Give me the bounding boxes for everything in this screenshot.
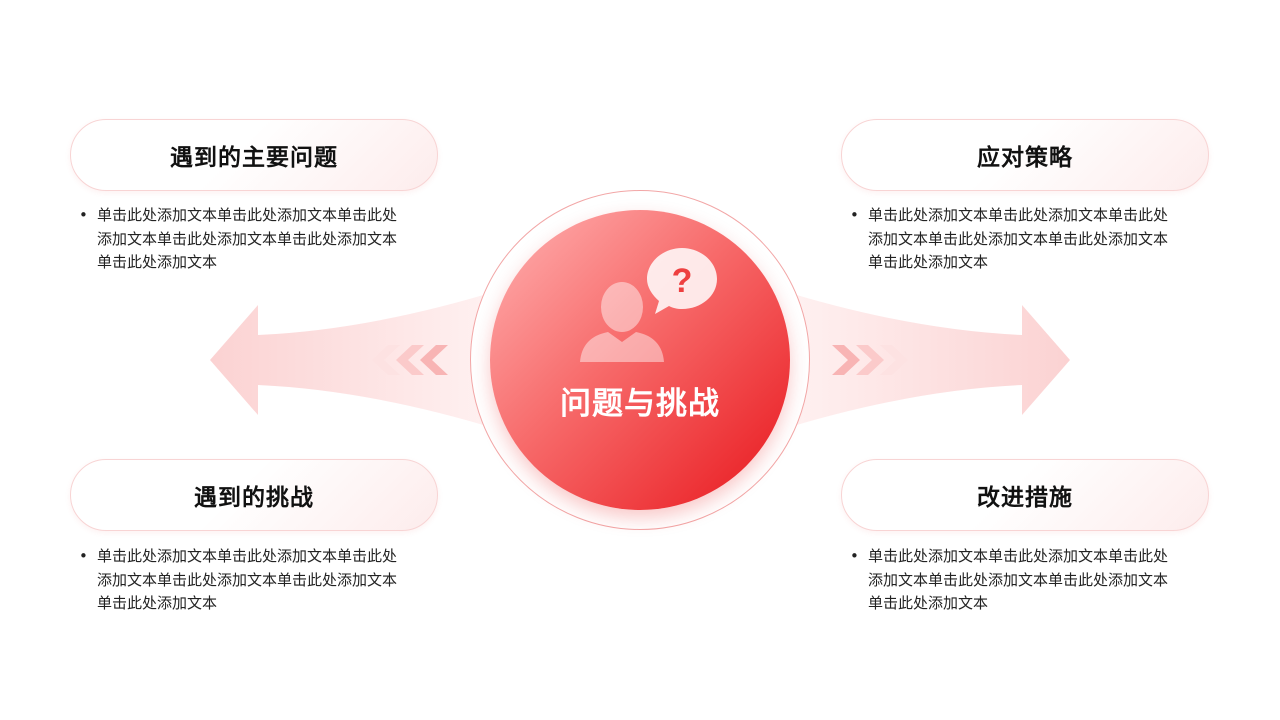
card-top-left-header: 遇到的主要问题 [70, 119, 438, 191]
right-chevrons [832, 345, 908, 375]
left-arrow [210, 290, 500, 430]
card-top-left-text: • 单击此处添加文本单击此处添加文本单击此处 添加文本单击此处添加文本单击此处添… [79, 204, 442, 275]
bullet: • [850, 547, 859, 565]
card-bottom-left-text: • 单击此处添加文本单击此处添加文本单击此处 添加文本单击此处添加文本单击此处添… [79, 545, 442, 616]
svg-text:?: ? [672, 262, 693, 300]
center-title: 问题与挑战 [560, 386, 720, 422]
center-circle [490, 210, 790, 510]
text-line: 单击此处添加文本单击此处添加文本单击此处 [868, 206, 1169, 224]
bullet: • [850, 206, 859, 224]
text-line: 单击此处添加文本单击此处添加文本单击此处 [868, 547, 1169, 565]
text-line: 添加文本单击此处添加文本单击此处添加文本 [868, 229, 1169, 248]
text-line: 单击此处添加文本单击此处添加文本单击此处 [97, 206, 398, 224]
card-bottom-left-header: 遇到的挑战 [70, 459, 438, 531]
text-line: 添加文本单击此处添加文本单击此处添加文本 [97, 229, 398, 248]
left-chevrons [372, 345, 448, 375]
text-line: 添加文本单击此处添加文本单击此处添加文本 [868, 570, 1169, 589]
text-line: 单击此处添加文本 [97, 594, 218, 612]
card-title: 遇到的挑战 [194, 485, 314, 511]
card-title: 遇到的主要问题 [170, 145, 338, 171]
card-top-right-header: 应对策略 [841, 119, 1209, 191]
card-bottom-right-header: 改进措施 [841, 459, 1209, 531]
card-title: 改进措施 [977, 485, 1073, 511]
right-arrow [780, 290, 1070, 430]
text-line: 单击此处添加文本 [868, 253, 989, 271]
person-question-icon: ? [580, 248, 717, 362]
card-top-right-text: • 单击此处添加文本单击此处添加文本单击此处 添加文本单击此处添加文本单击此处添… [850, 204, 1213, 275]
text-line: 添加文本单击此处添加文本单击此处添加文本 [97, 570, 398, 589]
text-line: 单击此处添加文本 [868, 594, 989, 612]
text-line: 单击此处添加文本单击此处添加文本单击此处 [97, 547, 398, 565]
text-line: 单击此处添加文本 [97, 253, 218, 271]
card-bottom-right-text: • 单击此处添加文本单击此处添加文本单击此处 添加文本单击此处添加文本单击此处添… [850, 545, 1213, 616]
bullet: • [79, 547, 88, 565]
card-title: 应对策略 [977, 145, 1073, 171]
bullet: • [79, 206, 88, 224]
